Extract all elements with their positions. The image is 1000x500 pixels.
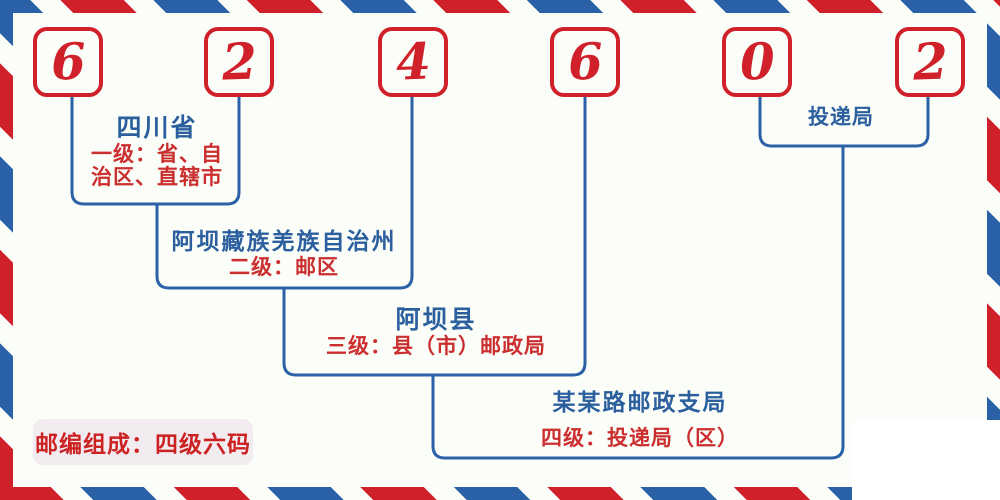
digit-2: 2 [220,31,258,92]
digit-4: 6 [566,31,604,92]
level3-desc: 三级：县（市）邮政局 [326,335,546,358]
envelope-inner-area [13,13,987,487]
level4-desc: 四级：投递局（区） [541,427,739,450]
white-cover-patch [852,420,1000,500]
digit-1: 6 [49,31,87,92]
label-delivery-office: 投递局 [808,103,874,133]
digit-box-2: 2 [204,27,274,97]
connector-delivery-bracket [758,97,930,148]
digit-box-3: 4 [378,27,448,97]
connector-level4-bracket [431,146,845,460]
digit-6: 2 [911,31,949,92]
digit-box-1: 6 [33,27,103,97]
level2-title: 阿坝藏族羌族自治州 [171,228,397,254]
label-level2-prefecture: 阿坝藏族羌族自治州 二级：邮区 [172,226,397,279]
label-level4-branch: 某某路邮政支局 四级：投递局（区） [541,387,739,450]
digit-box-4: 6 [550,27,620,97]
digit-box-6: 2 [895,27,965,97]
level4-title: 某某路邮政支局 [552,389,728,415]
level1-title: 四川省 [116,114,198,142]
digit-box-5: 0 [722,27,792,97]
delivery-office-title: 投递局 [808,106,874,129]
label-level1-province: 四川省 一级：省、自 治区、直辖市 [91,113,223,189]
level1-desc-line1: 一级：省、自 [91,143,223,166]
label-level3-county: 阿坝县 三级：县（市）邮政局 [326,305,546,358]
level3-title: 阿坝县 [395,306,477,334]
composition-badge: 邮编组成：四级六码 [33,419,253,465]
digit-3: 4 [394,31,432,92]
level2-desc: 二级：邮区 [229,256,339,279]
digit-5: 0 [738,31,776,92]
level1-desc-line2: 治区、直辖市 [91,166,223,189]
composition-badge-text: 邮编组成：四级六码 [35,432,251,457]
